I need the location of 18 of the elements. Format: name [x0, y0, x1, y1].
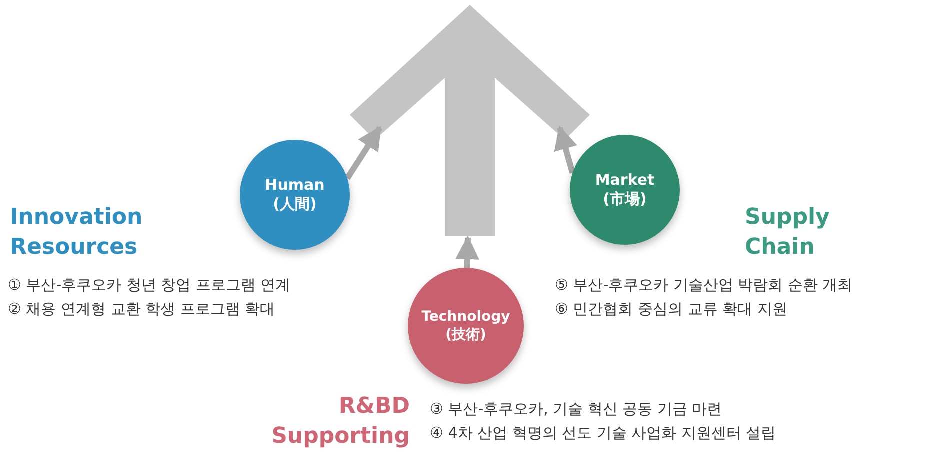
list-item: ① 부산-후쿠오카 청년 창업 프로그램 연계 [8, 276, 291, 295]
section-heading: Innovation Resources [10, 204, 144, 262]
category-label: Human (人間) [264, 176, 326, 214]
category-circle [570, 135, 680, 245]
large-arrow [350, 5, 590, 236]
section-heading: Supply Chain [745, 204, 831, 262]
list-item: ② 채용 연계형 교환 학생 프로그램 확대 [8, 300, 276, 319]
category-label: Market (市場) [594, 170, 656, 210]
arrow [554, 126, 578, 174]
list-item: ⑤ 부산-후쿠오카 기술산업 박람회 순환 개최 [555, 276, 853, 295]
list-item: ④ 4차 산업 혁명의 선도 기술 사업화 지원센터 설립 [430, 424, 776, 443]
arrow [455, 236, 480, 268]
arrow [344, 126, 383, 180]
section-heading: R&BD Supporting [270, 393, 410, 451]
category-label: Technology (技術) [420, 308, 512, 344]
category-circle [240, 140, 350, 250]
list-item: ③ 부산-후쿠오카, 기술 혁신 공동 기금 마련 [430, 400, 722, 419]
list-item: ⑥ 민간협회 중심의 교류 확대 지원 [555, 300, 788, 319]
